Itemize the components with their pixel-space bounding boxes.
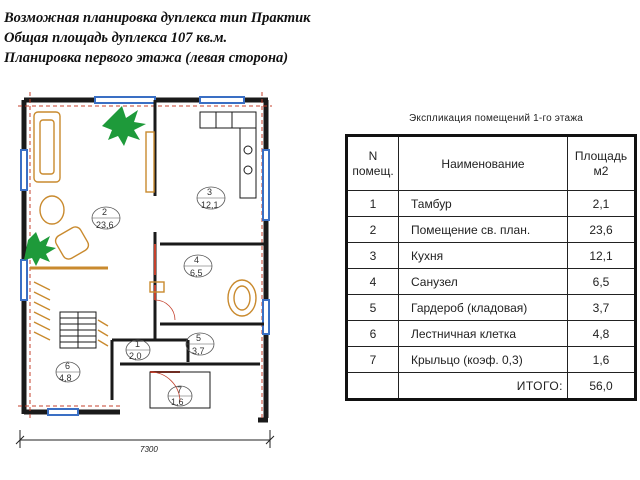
row-area: 4,8: [567, 320, 636, 347]
row-name: Крыльцо (коэф. 0,3): [398, 346, 568, 373]
table-total-row: ИТОГО: 56,0: [346, 372, 636, 400]
furniture: [30, 111, 257, 347]
room-2-area: 23,6: [96, 220, 114, 230]
plan-title: Возможная планировка дуплекса тип Практи…: [4, 10, 311, 26]
room-7-number: 7: [177, 385, 182, 395]
total-value: 56,0: [567, 372, 636, 400]
row-number: 4: [346, 268, 399, 295]
header-number-line1: N: [368, 148, 378, 163]
windows: [20, 96, 270, 416]
room-labels: 2 23,6 3 12,1 4 6,5 5 3,7 1 2,0 6 4,8 7 …: [55, 186, 226, 407]
explication-table: N помещ. Наименование Площадь м2 1 Тамбу…: [345, 134, 637, 401]
row-area: 2,1: [567, 190, 636, 217]
plan-total-area: Общая площадь дуплекса 107 кв.м.: [4, 30, 228, 46]
header-area: Площадь м2: [567, 135, 636, 191]
row-number: 2: [346, 216, 399, 243]
table-header-row: N помещ. Наименование Площадь м2: [346, 135, 636, 191]
explication-caption: Экспликация помещений 1-го этажа: [409, 113, 583, 124]
header-area-line2: м2: [593, 163, 609, 178]
total-blank: [346, 372, 399, 400]
dimension-line: [15, 430, 275, 448]
room-1-number: 1: [135, 339, 140, 349]
row-number: 5: [346, 294, 399, 321]
room-2-number: 2: [102, 207, 107, 217]
room-3-number: 3: [207, 187, 212, 197]
inner-walls: [110, 100, 264, 400]
row-name: Помещение св. план.: [398, 216, 568, 243]
dimension-label: 7300: [140, 445, 158, 454]
table-row: 7 Крыльцо (коэф. 0,3) 1,6: [346, 346, 636, 373]
room-3-area: 12,1: [201, 200, 219, 210]
row-name: Санузел: [398, 268, 568, 295]
table-row: 1 Тамбур 2,1: [346, 190, 636, 217]
row-name: Тамбур: [398, 190, 568, 217]
room-6-number: 6: [65, 361, 70, 371]
table-row: 4 Санузел 6,5: [346, 268, 636, 295]
row-area: 6,5: [567, 268, 636, 295]
room-7-area: 1,6: [171, 397, 184, 407]
room-4-number: 4: [194, 255, 199, 265]
row-number: 6: [346, 320, 399, 347]
row-number: 7: [346, 346, 399, 373]
header-number: N помещ.: [346, 135, 399, 191]
header-area-line1: Площадь: [574, 148, 628, 163]
row-area: 12,1: [567, 242, 636, 269]
table-row: 5 Гардероб (кладовая) 3,7: [346, 294, 636, 321]
row-number: 3: [346, 242, 399, 269]
row-area: 3,7: [567, 294, 636, 321]
table-row: 3 Кухня 12,1: [346, 242, 636, 269]
room-5-area: 3,7: [192, 346, 205, 356]
room-5-number: 5: [196, 333, 201, 343]
plan-title-block: Возможная планировка дуплекса тип Практи…: [4, 8, 364, 68]
total-label: ИТОГО:: [398, 372, 568, 400]
header-number-line2: помещ.: [352, 163, 394, 178]
plant-icon: [24, 106, 146, 266]
row-area: 1,6: [567, 346, 636, 373]
row-name: Кухня: [398, 242, 568, 269]
staircase: [59, 311, 97, 349]
table-row: 6 Лестничная клетка 4,8: [346, 320, 636, 347]
room-6-area: 4,8: [59, 373, 72, 383]
kitchen-counter: [199, 111, 257, 199]
room-1-area: 2,0: [129, 351, 142, 361]
header-name: Наименование: [398, 135, 568, 191]
row-number: 1: [346, 190, 399, 217]
row-name: Лестничная клетка: [398, 320, 568, 347]
plan-floor-subtitle: Планировка первого этажа (левая сторона): [4, 50, 289, 66]
room-4-area: 6,5: [190, 268, 203, 278]
table-row: 2 Помещение св. план. 23,6: [346, 216, 636, 243]
row-name: Гардероб (кладовая): [398, 294, 568, 321]
row-area: 23,6: [567, 216, 636, 243]
porch: [149, 371, 211, 409]
